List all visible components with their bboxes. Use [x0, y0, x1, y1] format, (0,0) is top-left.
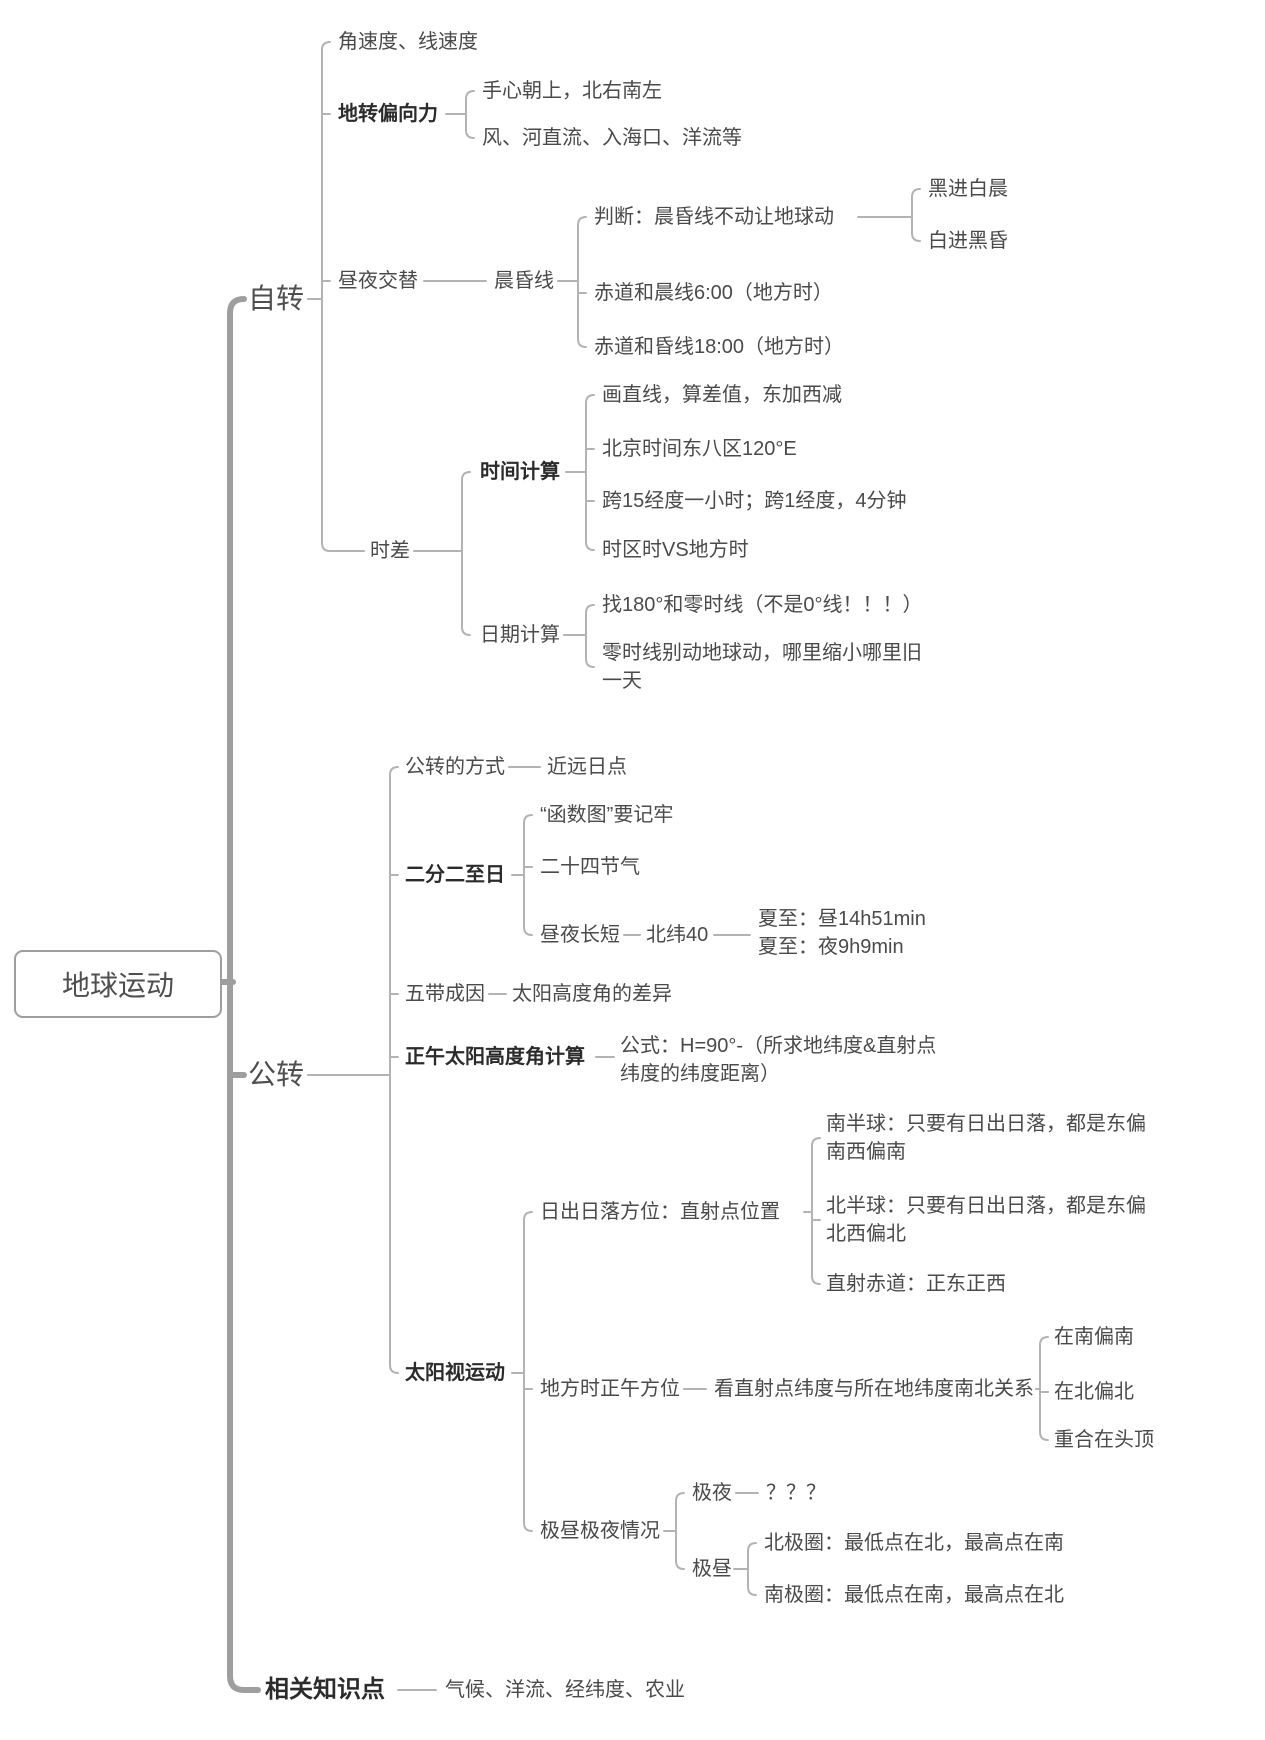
node-polar-night-unknown[interactable]: ？？？	[766, 1482, 826, 1504]
node-light-to-dark[interactable]: 白进黑昏	[928, 230, 1008, 252]
node-rotation[interactable]: 自转	[248, 283, 305, 314]
node-overhead[interactable]: 重合在头顶	[1054, 1429, 1154, 1451]
node-noon-direction[interactable]: 地方时正午方位	[540, 1378, 680, 1400]
south-hemisphere-text-1: 南半球：只要有日出日落，都是东偏	[826, 1113, 1146, 1135]
north-hemisphere-text-2: 北西偏北	[826, 1223, 906, 1245]
node-zone-vs-local[interactable]: 时区时VS地方时	[602, 539, 749, 561]
node-noon-angle-formula[interactable]: 公式：H=90°-（所求地纬度&直射点 纬度的纬度距离）	[620, 1032, 936, 1088]
node-equator-direct[interactable]: 直射赤道：正东正西	[826, 1273, 1006, 1295]
north-hemisphere-text-1: 北半球：只要有日出日落，都是东偏	[826, 1195, 1146, 1217]
node-arctic-circle[interactable]: 北极圈：最低点在北，最高点在南	[764, 1532, 1064, 1554]
node-function-graph[interactable]: “函数图”要记牢	[540, 804, 674, 826]
root-node[interactable]: 地球运动	[14, 950, 222, 1018]
node-in-north[interactable]: 在北偏北	[1054, 1381, 1134, 1403]
node-date-calc[interactable]: 日期计算	[480, 624, 560, 646]
node-related-topics[interactable]: 相关知识点	[265, 1676, 385, 1703]
node-north-hemisphere[interactable]: 北半球：只要有日出日落，都是东偏 北西偏北	[826, 1192, 1146, 1248]
node-lat40[interactable]: 北纬40	[646, 924, 709, 946]
node-wind-river[interactable]: 风、河直流、入海口、洋流等	[482, 127, 742, 149]
node-polar-day-night[interactable]: 极昼极夜情况	[540, 1520, 660, 1542]
node-palm-rule[interactable]: 手心朝上，北右南左	[482, 80, 662, 102]
node-five-zones[interactable]: 五带成因	[405, 983, 485, 1005]
formula-text-1: 公式：H=90°-（所求地纬度&直射点	[620, 1035, 937, 1057]
trunk-connectors	[215, 296, 261, 1693]
node-degrees-rule[interactable]: 跨15经度一小时；跨1经度，4分钟	[602, 490, 907, 512]
node-evening-line[interactable]: 赤道和昏线18:00（地方时）	[594, 336, 845, 358]
zero-line-text-2: 一天	[602, 670, 642, 692]
branch-connectors	[307, 41, 1049, 1691]
node-speed[interactable]: 角速度、线速度	[338, 31, 478, 53]
node-apparent-sun[interactable]: 太阳视运动	[405, 1362, 505, 1384]
node-latitude-relation[interactable]: 看直射点纬度与所在地纬度南北关系	[714, 1378, 1034, 1400]
node-solstices[interactable]: 二分二至日	[405, 864, 505, 886]
node-zero-line[interactable]: 零时线别动地球动，哪里缩小哪里旧 一天	[602, 639, 922, 695]
node-day-length[interactable]: 昼夜长短	[540, 924, 620, 946]
summer-day-text: 夏至：昼14h51min	[758, 908, 926, 930]
node-aphelion[interactable]: 近远日点	[547, 756, 627, 778]
formula-text-2: 纬度的纬度距离）	[620, 1063, 780, 1085]
node-antarctic-circle[interactable]: 南极圈：最低点在南，最高点在北	[764, 1584, 1064, 1606]
south-hemisphere-text-2: 南西偏南	[826, 1141, 906, 1163]
node-dark-to-light[interactable]: 黑进白晨	[928, 178, 1008, 200]
node-in-south[interactable]: 在南偏南	[1054, 1326, 1134, 1348]
node-five-zones-cause[interactable]: 太阳高度角的差异	[512, 983, 672, 1005]
node-terminator[interactable]: 晨昏线	[494, 270, 554, 292]
node-summer-solstice-times[interactable]: 夏至：昼14h51min 夏至：夜9h9min	[758, 905, 926, 961]
node-day-night[interactable]: 昼夜交替	[338, 270, 418, 292]
node-solar-terms[interactable]: 二十四节气	[540, 856, 640, 878]
node-terminator-judge[interactable]: 判断：晨昏线不动让地球动	[594, 206, 834, 228]
zero-line-text-1: 零时线别动地球动，哪里缩小哪里旧	[602, 642, 922, 664]
node-deflection-force[interactable]: 地转偏向力	[338, 103, 438, 125]
node-draw-line[interactable]: 画直线，算差值，东加西减	[602, 384, 842, 406]
node-polar-day[interactable]: 极昼	[692, 1558, 732, 1580]
node-revolution[interactable]: 公转	[248, 1059, 305, 1090]
node-sunrise-direction[interactable]: 日出日落方位：直射点位置	[540, 1201, 780, 1223]
node-south-hemisphere[interactable]: 南半球：只要有日出日落，都是东偏 南西偏南	[826, 1110, 1146, 1166]
node-related-list[interactable]: 气候、洋流、经纬度、农业	[445, 1679, 685, 1701]
node-find-180[interactable]: 找180°和零时线（不是0°线！！！）	[602, 594, 923, 616]
node-beijing-time[interactable]: 北京时间东八区120°E	[602, 438, 797, 460]
node-morning-line[interactable]: 赤道和晨线6:00（地方时）	[594, 282, 833, 304]
node-revolution-mode[interactable]: 公转的方式	[405, 756, 505, 778]
node-time-calc[interactable]: 时间计算	[480, 461, 560, 483]
node-time-diff[interactable]: 时差	[370, 540, 410, 562]
node-polar-night[interactable]: 极夜	[692, 1482, 732, 1504]
summer-night-text: 夏至：夜9h9min	[758, 936, 904, 958]
node-noon-angle[interactable]: 正午太阳高度角计算	[405, 1046, 585, 1068]
root-label: 地球运动	[61, 970, 174, 1001]
